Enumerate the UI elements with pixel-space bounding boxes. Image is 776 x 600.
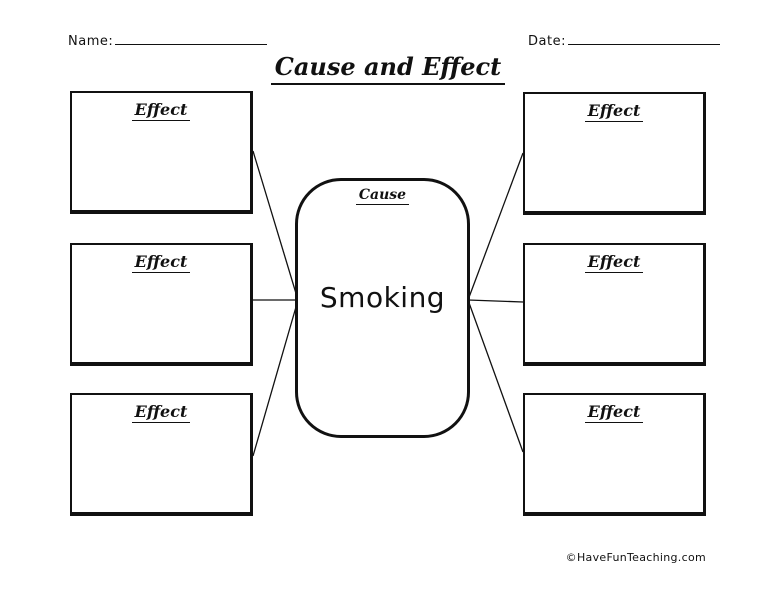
page-title-text: Cause and Effect [270,52,506,85]
effect-box-bottom-right: Effect [523,393,706,516]
effect-box-bottom-left: Effect [70,393,253,516]
connector-bottom-right [467,299,524,453]
connector-top-left [252,150,299,301]
effect-box-top-right: Effect [523,92,706,215]
effect-box-top-left: Effect [70,91,253,214]
effect-box-content [529,429,699,508]
effect-box-label: Effect [131,402,191,423]
effect-box-content [76,127,246,206]
effect-box-label: Effect [131,100,191,121]
effect-box-middle-left: Effect [70,243,253,366]
name-blank-line [115,33,268,45]
effect-box-label: Effect [584,252,644,273]
effect-box-content [76,279,246,358]
name-field: Name: [68,33,268,49]
effect-box-middle-right: Effect [523,243,706,366]
name-label: Name: [68,34,114,49]
page-title: Cause and Effect [0,52,776,85]
date-label: Date: [528,34,566,49]
effect-box-content [529,279,699,358]
cause-value: Smoking [319,281,446,314]
effect-box-label: Effect [584,402,644,423]
effect-box-label: Effect [131,252,191,273]
date-blank-line [567,33,720,45]
effect-box-label: Effect [584,101,644,122]
connector-top-right [467,152,524,301]
effect-box-content [76,429,246,508]
connector-middle-right [467,299,524,303]
cause-shape: Cause Smoking [295,178,470,438]
date-field: Date: [528,33,720,49]
effect-box-content [529,128,699,207]
copyright: ©HaveFunTeaching.com [565,551,706,564]
connector-bottom-left [252,299,299,457]
cause-label: Cause [355,187,410,205]
